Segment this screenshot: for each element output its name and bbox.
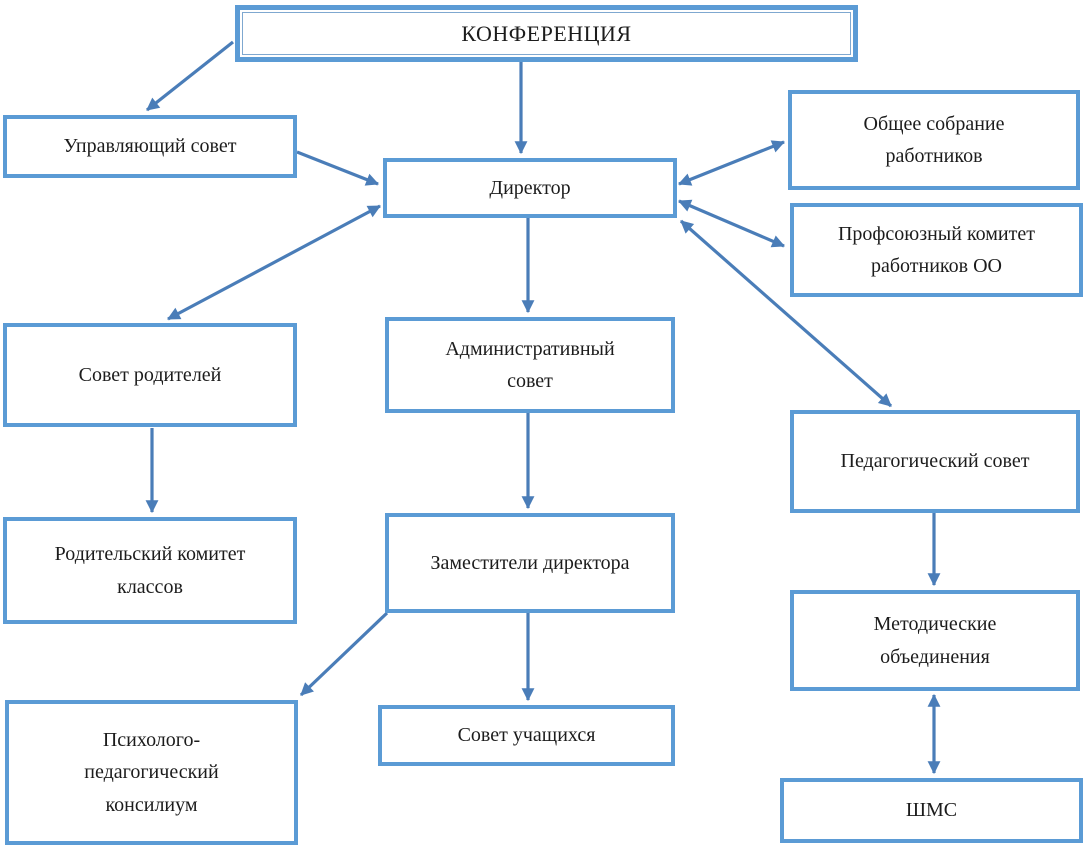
node-zamestiteli-direktora: Заместители директора bbox=[385, 513, 675, 613]
node-konsilium-label: Психолого- педагогический консилиум bbox=[84, 728, 219, 816]
node-direktor-label: Директор bbox=[489, 176, 571, 199]
node-sovet-roditeley-label: Совет родителей bbox=[78, 363, 222, 386]
node-obshchee-sobranie-label: Общее собрание работников bbox=[863, 112, 1005, 167]
node-profsoyuzny-komitet: Профсоюзный комитет работников ОО bbox=[790, 203, 1083, 297]
node-sovet-uchashchikhsya: Совет учащихся bbox=[378, 705, 675, 766]
edge-direktor-pedagogicheskiy bbox=[679, 219, 893, 408]
node-roditelskiy-komitet-label: Родительский комитет классов bbox=[54, 543, 246, 598]
node-konferenciya: КОНФЕРЕНЦИЯ bbox=[235, 5, 858, 62]
node-shms: ШМС bbox=[780, 778, 1083, 843]
node-direktor: Директор bbox=[383, 158, 677, 218]
edge-upravlyayushchiy-direktor bbox=[296, 150, 379, 186]
node-konferenciya-label: КОНФЕРЕНЦИЯ bbox=[461, 20, 632, 46]
node-roditelskiy-komitet: Родительский комитет классов bbox=[3, 517, 297, 624]
edge-zamestiteli-konsilium bbox=[299, 611, 389, 697]
node-pedagogicheskiy-sovet: Педагогический совет bbox=[790, 410, 1080, 513]
node-upravlyayushchiy-sovet: Управляющий совет bbox=[3, 115, 297, 178]
edge-direktor-sovet-roditeley bbox=[167, 204, 381, 321]
node-profsoyuzny-komitet-label: Профсоюзный комитет работников ОО bbox=[837, 222, 1035, 277]
edge-direktor-obshchee bbox=[678, 140, 785, 186]
node-konsilium: Психолого- педагогический консилиум bbox=[5, 700, 298, 845]
node-konferenciya-inner-border: КОНФЕРЕНЦИЯ bbox=[242, 12, 851, 55]
node-obshchee-sobranie: Общее собрание работников bbox=[788, 90, 1080, 190]
node-sovet-roditeley: Совет родителей bbox=[3, 323, 297, 427]
node-upravlyayushchiy-sovet-label: Управляющий совет bbox=[63, 135, 237, 158]
node-metodicheskie-obedineniya-label: Методические объединения bbox=[873, 613, 997, 668]
edge-direktor-profsoyuz bbox=[678, 199, 785, 248]
edge-konferenciya-upravlyayushchiy bbox=[146, 40, 234, 112]
node-sovet-uchashchikhsya-label: Совет учащихся bbox=[457, 724, 596, 747]
node-administrativny-sovet: Административный совет bbox=[385, 317, 675, 413]
node-metodicheskie-obedineniya: Методические объединения bbox=[790, 590, 1080, 691]
node-shms-label: ШМС bbox=[905, 799, 958, 822]
node-administrativny-sovet-label: Административный совет bbox=[445, 337, 615, 392]
node-pedagogicheskiy-sovet-label: Педагогический совет bbox=[840, 450, 1030, 473]
node-zamestiteli-direktora-label: Заместители директора bbox=[430, 551, 630, 574]
